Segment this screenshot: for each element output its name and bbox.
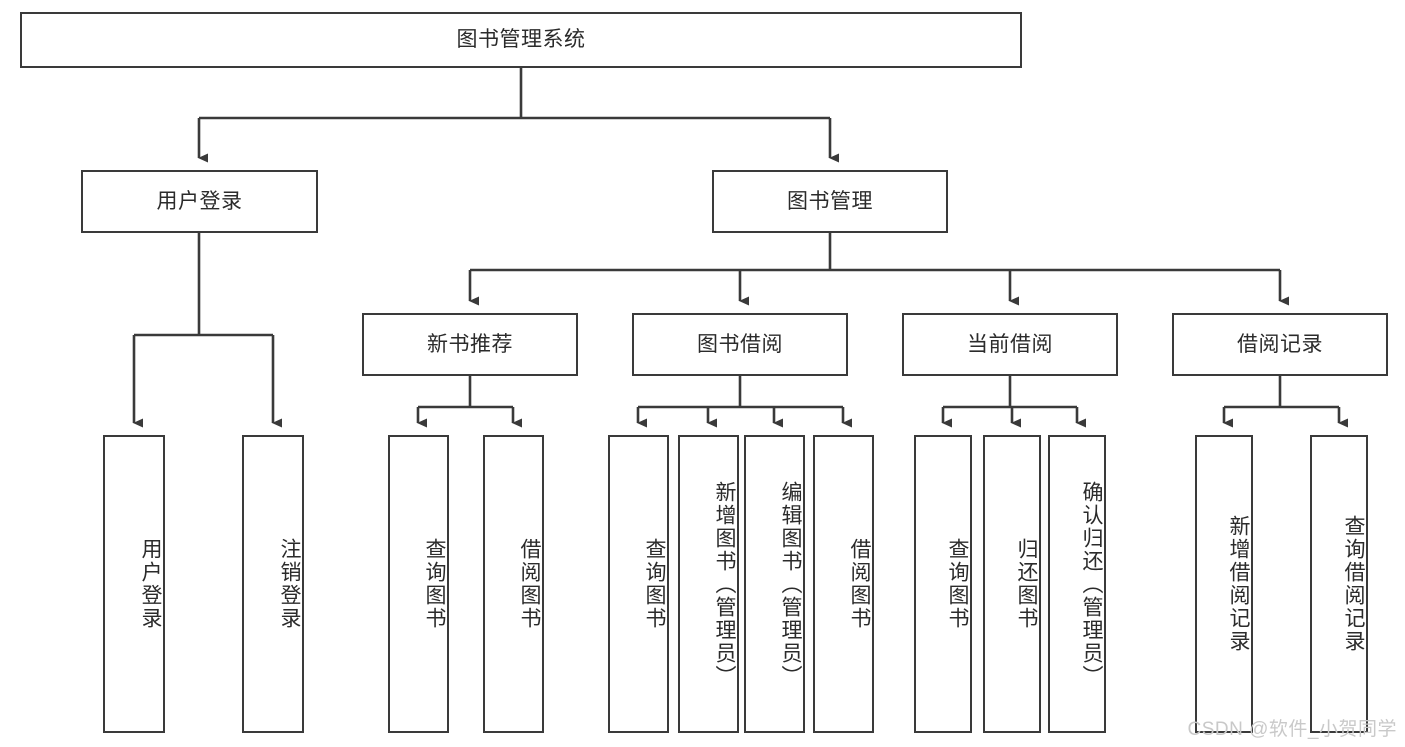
node-label: 查询借阅记录 xyxy=(1342,515,1365,653)
leaf-add-book[interactable]: 新增图书（管理员） xyxy=(678,435,739,733)
node-label: 当前借阅 xyxy=(967,332,1053,356)
leaf-query-book-3[interactable]: 查询图书 xyxy=(914,435,972,733)
node-user-login[interactable]: 用户登录 xyxy=(81,170,318,233)
node-book-borrow[interactable]: 图书借阅 xyxy=(632,313,848,376)
node-root[interactable]: 图书管理系统 xyxy=(20,12,1022,68)
node-label: 新增图书（管理员） xyxy=(713,480,736,688)
node-new-book-rec[interactable]: 新书推荐 xyxy=(362,313,578,376)
node-label: 借阅图书 xyxy=(518,538,541,630)
leaf-borrow-book-2[interactable]: 借阅图书 xyxy=(813,435,874,733)
node-label: 归还图书 xyxy=(1015,538,1038,630)
node-label: 图书管理系统 xyxy=(456,28,586,52)
node-label: 用户登录 xyxy=(139,538,162,630)
node-label: 借阅记录 xyxy=(1237,332,1323,356)
leaf-confirm-return[interactable]: 确认归还（管理员） xyxy=(1048,435,1106,733)
node-borrow-record[interactable]: 借阅记录 xyxy=(1172,313,1388,376)
node-book-manage[interactable]: 图书管理 xyxy=(712,170,948,233)
node-label: 新书推荐 xyxy=(427,332,513,356)
leaf-query-book-1[interactable]: 查询图书 xyxy=(388,435,449,733)
node-label: 查询图书 xyxy=(643,538,666,630)
leaf-borrow-book-1[interactable]: 借阅图书 xyxy=(483,435,544,733)
leaf-edit-book[interactable]: 编辑图书（管理员） xyxy=(744,435,805,733)
leaf-query-book-2[interactable]: 查询图书 xyxy=(608,435,669,733)
csdn-watermark: CSDN @软件_小贺同学 xyxy=(1187,719,1397,740)
node-label: 查询图书 xyxy=(946,538,969,630)
node-label: 确认归还（管理员） xyxy=(1080,480,1103,688)
node-label: 新增借阅记录 xyxy=(1227,515,1250,653)
node-label: 图书管理 xyxy=(787,189,873,213)
node-label: 注销登录 xyxy=(278,538,301,630)
node-label: 用户登录 xyxy=(156,189,243,213)
node-label: 查询图书 xyxy=(423,538,446,630)
node-current-borrow[interactable]: 当前借阅 xyxy=(902,313,1118,376)
node-label: 借阅图书 xyxy=(848,538,871,630)
leaf-return-book[interactable]: 归还图书 xyxy=(983,435,1041,733)
leaf-add-record[interactable]: 新增借阅记录 xyxy=(1195,435,1253,733)
leaf-user-login[interactable]: 用户登录 xyxy=(103,435,165,733)
leaf-user-logout[interactable]: 注销登录 xyxy=(242,435,304,733)
node-label: 图书借阅 xyxy=(697,332,783,356)
leaf-query-record[interactable]: 查询借阅记录 xyxy=(1310,435,1368,733)
node-label: 编辑图书（管理员） xyxy=(779,480,802,688)
